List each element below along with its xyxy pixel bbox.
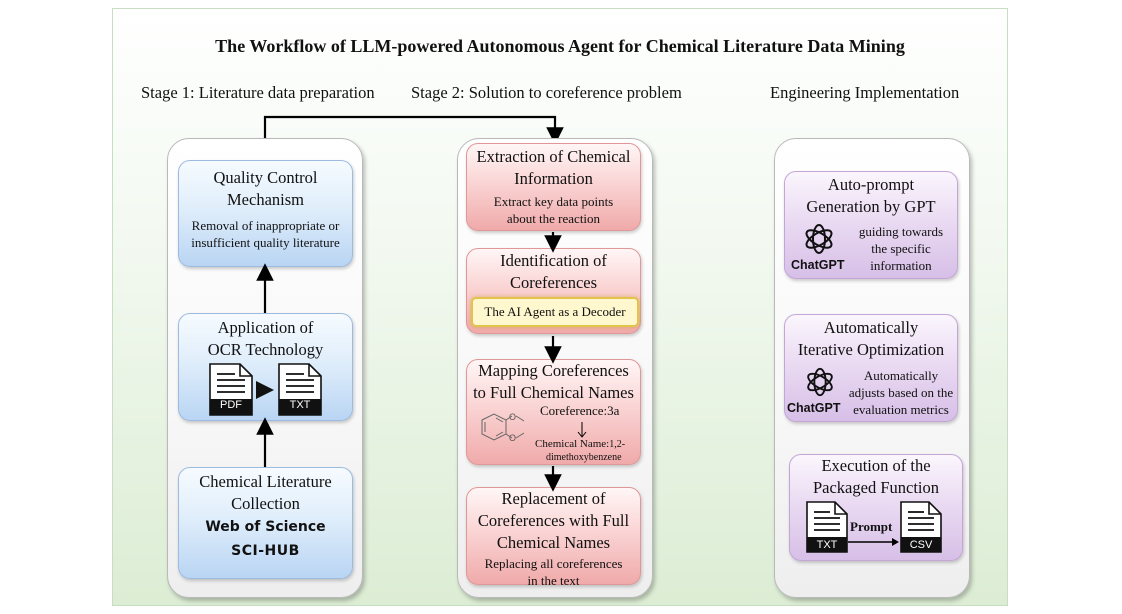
iterative-desc-line2: adjusts based on the (848, 385, 954, 400)
identification-title-line2: Coreferences (509, 273, 598, 292)
autoprompt-title-line1: Auto-prompt (827, 175, 915, 194)
extraction-title-line2: Information (514, 169, 593, 188)
sci-hub-logo: SCI-HUB (231, 543, 300, 559)
prompt-label: Prompt (850, 519, 893, 534)
literature-collection-box: Chemical Literature Collection Web of Sc… (178, 467, 353, 579)
chemical-name-value: dimethoxybenzene (546, 452, 622, 463)
iterative-title-line1: Automatically (823, 318, 919, 337)
auto-prompt-box: Auto-prompt Generation by GPT (784, 171, 958, 279)
collection-title-line2: Collection (231, 494, 300, 513)
extraction-desc-line2: about the reaction (506, 211, 601, 226)
chemical-name-label: Chemical Name:1,2- (535, 438, 626, 450)
txt-label: TXT (289, 399, 311, 411)
ocr-title-line1: Application of (217, 318, 314, 337)
coreference-label: Coreference:3a (540, 403, 620, 418)
quality-title-line2: Mechanism (227, 190, 304, 209)
oxygen-atom-2: O (509, 433, 517, 443)
extraction-title-line1: Extraction of Chemical (476, 147, 631, 166)
dimethoxybenzene-structure-icon (481, 413, 525, 441)
stage1-heading: Stage 1: Literature data preparation (141, 83, 375, 102)
autoprompt-desc-line3: information (870, 258, 932, 273)
execution-title-line1: Execution of the (821, 456, 931, 475)
execution-txt-label: TXT (816, 539, 838, 551)
iterative-desc: Automatically adjusts based on the evalu… (843, 367, 959, 418)
stage3-heading: Engineering Implementation (770, 83, 960, 102)
quality-desc-line1: Removal of inappropriate or (191, 218, 340, 233)
autoprompt-desc-line2: the specific (871, 241, 931, 256)
txt-document-icon (278, 363, 322, 416)
ai-agent-decoder-badge: The AI Agent as a Decoder (471, 297, 639, 327)
autoprompt-desc-line1: guiding towards (858, 224, 944, 239)
iterative-optimization-box: Automatically Iterative Optimization (784, 314, 958, 422)
ocr-box: Application of OCR Technology (178, 313, 353, 421)
mapping-title-line2: to Full Chemical Names (473, 383, 634, 402)
extraction-box: Extraction of Chemical Information Extra… (466, 143, 641, 231)
autoprompt-desc: guiding towards the specific information (846, 223, 956, 274)
txt-document-icon (806, 501, 848, 553)
execution-title-line2: Packaged Function (812, 478, 939, 497)
extraction-desc-line1: Extract key data points (493, 194, 614, 209)
autoprompt-title-line2: Generation by GPT (806, 197, 936, 216)
web-of-science-logo: Web of Science (205, 519, 326, 535)
replacement-title-line1: Replacement of (501, 489, 606, 508)
chatgpt-logo-icon (805, 224, 833, 254)
replacement-title-line2: Coreferences with Full (477, 511, 630, 530)
collection-title-line1: Chemical Literature (199, 472, 332, 491)
iterative-title-line2: Iterative Optimization (797, 340, 945, 359)
ocr-title-line2: OCR Technology (207, 340, 324, 359)
pdf-document-icon (209, 363, 253, 416)
replacement-desc-line1: Replacing all coreferences (484, 556, 623, 571)
chatgpt-logo-icon (807, 367, 833, 397)
csv-label: CSV (909, 539, 933, 551)
identification-title-line1: Identification of (500, 251, 607, 270)
replacement-desc-line2: in the text (527, 573, 580, 588)
iterative-desc-line3: evaluation metrics (853, 402, 949, 417)
replacement-title-line3: Chemical Names (496, 533, 611, 552)
chatgpt-label: ChatGPT (787, 401, 841, 415)
pdf-label: PDF (220, 399, 242, 411)
diagram-title: The Workflow of LLM-powered Autonomous A… (215, 36, 905, 56)
quality-title-line1: Quality Control (213, 168, 318, 187)
identification-box: Identification of Coreferences The AI Ag… (466, 248, 641, 334)
chatgpt-label: ChatGPT (791, 258, 845, 272)
stage2-heading: Stage 2: Solution to coreference problem (411, 83, 682, 102)
quality-control-box: Quality Control Mechanism Removal of ina… (178, 160, 353, 267)
oxygen-atom-1: O (509, 412, 517, 422)
quality-desc-line2: insufficient quality literature (191, 235, 340, 250)
convert-arrow-icon (256, 381, 274, 399)
mapping-title-line1: Mapping Coreferences (478, 361, 629, 380)
chemical-name-number: 1,2- (609, 439, 626, 450)
csv-document-icon (900, 501, 942, 553)
replacement-box: Replacement of Coreferences with Full Ch… (466, 487, 641, 588)
iterative-desc-line1: Automatically (863, 368, 939, 383)
